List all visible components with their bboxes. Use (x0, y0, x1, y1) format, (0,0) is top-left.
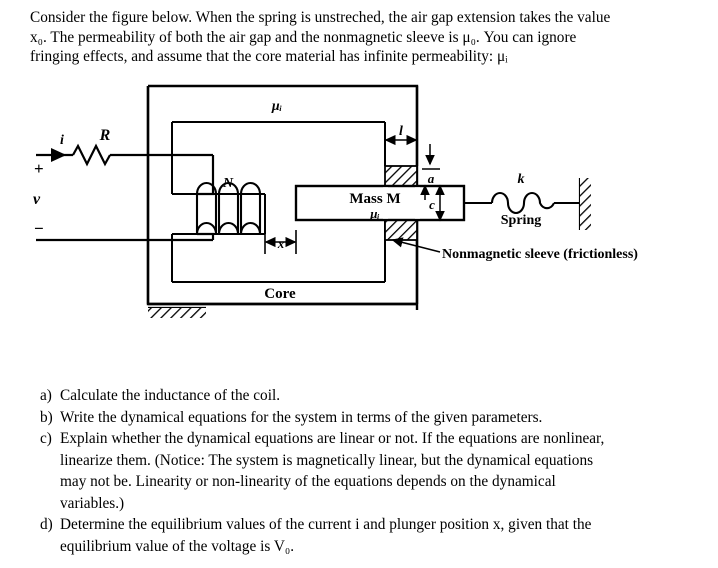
label-mass-permeability: μᵢ (369, 206, 379, 221)
problem-statement-line-2: x₀. The permeability of both the air gap… (30, 28, 577, 46)
spring-coil-symbol (490, 191, 555, 215)
label-core-permeability: μᵢ (271, 99, 282, 114)
ground-support-hatching (148, 306, 206, 318)
question-marker-c: c) (40, 430, 52, 447)
label-mass: Mass M (349, 191, 400, 207)
label-dim-c: c (429, 197, 435, 212)
question-b-line-1: Write the dynamical equations for the sy… (60, 408, 543, 426)
question-marker-d: d) (40, 516, 53, 533)
question-c-line-4: variables.) (60, 494, 125, 512)
core-window-outline (171, 121, 386, 283)
question-marker-b: b) (40, 408, 53, 426)
label-plus-terminal: + (34, 159, 44, 178)
question-c-line-3: may not be. Linearity or non-linearity o… (60, 473, 556, 490)
question-item-a: a) Calculate the inductance of the coil. (30, 385, 694, 407)
question-c-line-1: Explain whether the dynamical equations … (60, 430, 605, 447)
electromechanical-system-figure: i R + v − N μᵢ Core Mass M μᵢ l a c x k … (0, 82, 718, 337)
label-gap-length: l (399, 124, 403, 139)
question-d-line-1: Determine the equilibrium values of the … (60, 516, 592, 533)
dimension-a (422, 144, 440, 170)
sleeve-leader-line (391, 237, 441, 253)
dimension-x (264, 230, 297, 254)
label-displacement: x (277, 236, 285, 251)
question-text-b: Write the dynamical equations for the sy… (60, 407, 694, 429)
question-text-d: Determine the equilibrium values of the … (60, 514, 694, 557)
label-turns: N (222, 176, 234, 191)
nonmagnetic-sleeve-upper (384, 165, 418, 187)
label-current: i (60, 133, 64, 148)
nonmagnetic-sleeve-lower (384, 219, 418, 241)
label-core: Core (264, 286, 296, 302)
coil-winding (195, 182, 262, 235)
question-text-c: Explain whether the dynamical equations … (60, 428, 694, 514)
spring-anchor-wall (580, 178, 591, 230)
question-d-line-2: equilibrium value of the voltage is V₀. (60, 537, 295, 555)
label-voltage: v (33, 191, 41, 208)
label-resistor: R (99, 127, 111, 144)
drive-circuit (36, 143, 215, 242)
question-text-a: Calculate the inductance of the coil. (60, 385, 694, 407)
problem-statement-line-3: fringing effects, and assume that the co… (30, 48, 508, 66)
problem-statement-line-1: Consider the figure below. When the spri… (30, 9, 611, 26)
resistor-symbol (72, 143, 111, 167)
question-a-line-1: Calculate the inductance of the coil. (60, 387, 281, 404)
problem-statement: Consider the figure below. When the spri… (30, 8, 692, 67)
label-spring: Spring (501, 213, 541, 228)
question-list: a) Calculate the inductance of the coil.… (30, 385, 694, 557)
question-item-d: d) Determine the equilibrium values of t… (30, 514, 694, 557)
label-minus-terminal: − (34, 219, 44, 238)
label-dim-a: a (428, 171, 435, 186)
dimension-c (420, 184, 445, 222)
question-marker-a: a) (40, 387, 52, 404)
label-sleeve-caption: Nonmagnetic sleeve (frictionless) (442, 247, 638, 262)
question-item-c: c) Explain whether the dynamical equatio… (30, 428, 694, 514)
label-spring-constant: k (518, 172, 525, 187)
spring-assembly (464, 178, 591, 230)
question-c-line-2: linearize them. (Notice: The system is m… (60, 451, 594, 469)
question-item-b: b) Write the dynamical equations for the… (30, 407, 694, 429)
